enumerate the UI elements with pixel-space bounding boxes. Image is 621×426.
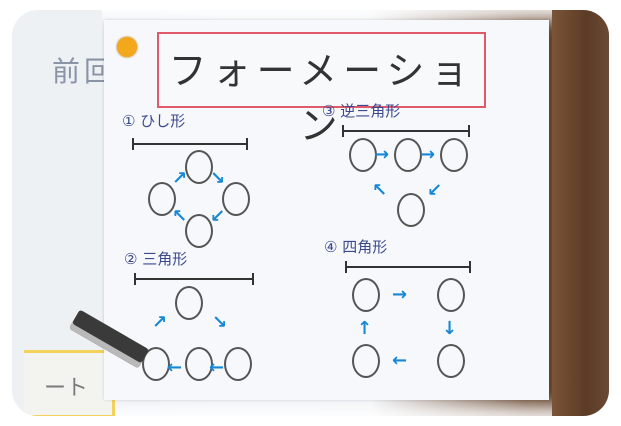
- circle: [437, 344, 465, 378]
- arrow-icon: ↖: [372, 180, 388, 201]
- section-3-label: ③ 逆三角形: [322, 102, 401, 120]
- arrow-icon: ↙: [210, 206, 226, 227]
- arrow-icon: ↖: [172, 206, 188, 227]
- arrow-icon: ↘: [212, 312, 228, 333]
- circle: [175, 286, 203, 320]
- arrow-icon: ↗: [172, 168, 188, 189]
- poster-title: フォーメーション: [168, 49, 475, 148]
- circle: [148, 182, 176, 216]
- arrow-icon: →: [392, 284, 408, 305]
- arrow-icon: →: [374, 144, 390, 165]
- arrow-icon: →: [420, 144, 436, 165]
- paper-poster: [104, 20, 549, 400]
- arrow-icon: ↑: [357, 318, 373, 339]
- circle: [142, 347, 170, 381]
- note-text: ート: [44, 376, 89, 401]
- section-4-label: ④ 四角形: [324, 238, 388, 256]
- arrow-icon: ←: [392, 350, 408, 371]
- section-4-line: [345, 261, 471, 273]
- circle: [397, 193, 425, 227]
- section-1-label: ① ひし形: [122, 112, 186, 130]
- circle: [440, 138, 468, 172]
- section-2-line: [134, 273, 254, 285]
- wooden-panel: [552, 10, 609, 416]
- arrow-icon: ↓: [442, 318, 458, 339]
- circle: [352, 344, 380, 378]
- side-text: 前回: [52, 55, 117, 88]
- push-pin-icon: [117, 37, 137, 57]
- arrow-icon: ↙: [427, 180, 443, 201]
- arrow-icon: ←: [167, 357, 183, 378]
- arrow-icon: ↘: [210, 168, 226, 189]
- arrow-icon: ←: [209, 357, 225, 378]
- circle: [394, 138, 422, 172]
- yellow-note: [24, 350, 115, 416]
- circle: [185, 347, 213, 381]
- section-3-line: [342, 125, 470, 137]
- circle: [185, 214, 213, 248]
- circle: [222, 182, 250, 216]
- wall-left: [12, 10, 102, 416]
- circle: [437, 278, 465, 312]
- circle: [185, 150, 213, 184]
- circle: [352, 278, 380, 312]
- circle: [349, 138, 377, 172]
- circle: [224, 347, 252, 381]
- title-box: フォーメーション: [157, 32, 486, 148]
- section-1-line: [132, 138, 248, 150]
- arrow-icon: ↗: [152, 312, 168, 333]
- section-2-label: ② 三角形: [124, 250, 188, 268]
- photo: 前回 ート フォーメーション ① ひし形 ↗ ↘ ↖ ↙ ② 三角形 ↗ ↘ ←…: [12, 10, 609, 416]
